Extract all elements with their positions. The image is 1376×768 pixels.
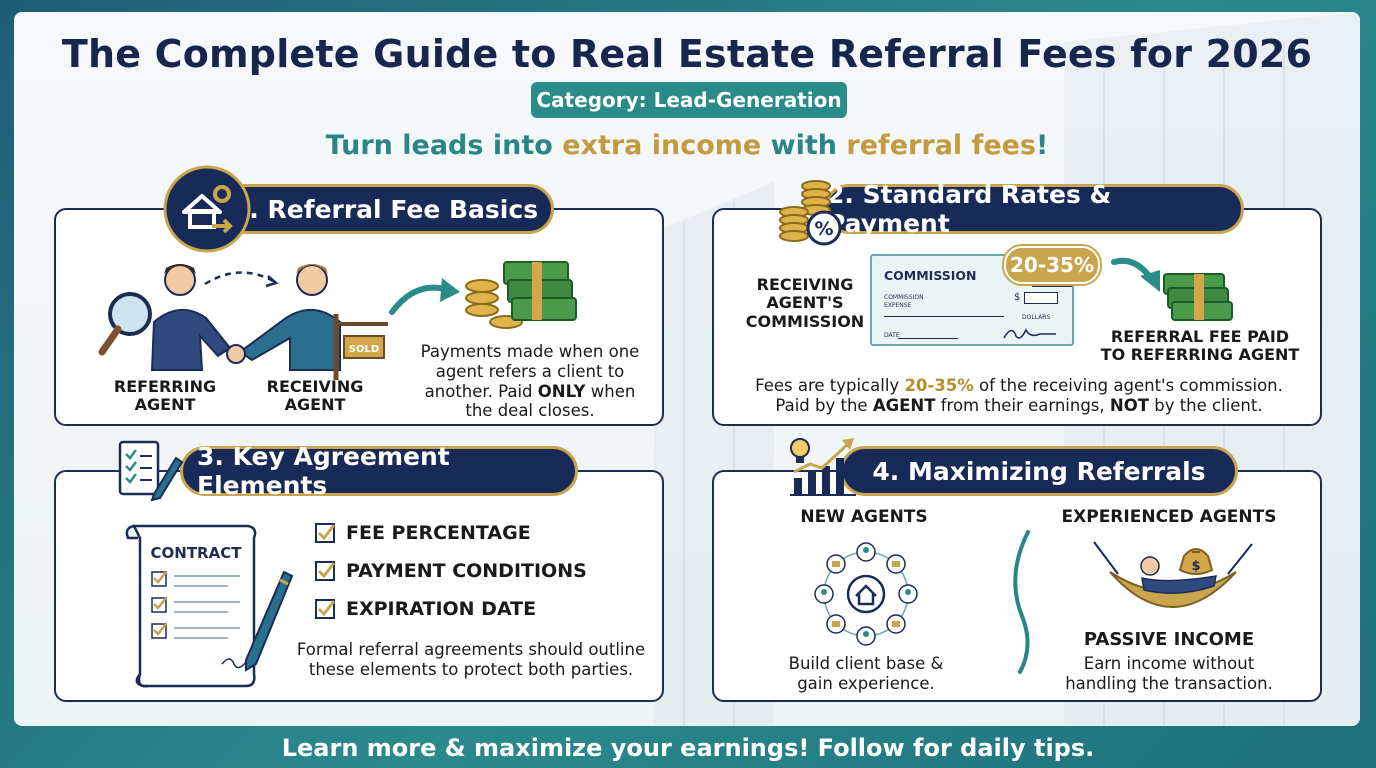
check-title: COMMISSION: [884, 268, 977, 283]
contract-title: CONTRACT: [151, 544, 243, 562]
agreement-item-fee-percentage: FEE PERCENTAGE: [314, 522, 531, 544]
house-gear-icon: [163, 165, 251, 253]
money-arrow-icon: [389, 261, 577, 329]
passive-income-title: PASSIVE INCOME: [1083, 629, 1255, 650]
network-house-icon: [814, 542, 918, 646]
handshake-illustration: SOLD: [98, 264, 388, 380]
hammock-money-illustration: $: [1093, 541, 1253, 608]
checkbox-checked-icon: [315, 561, 336, 581]
infographic-frame: The Complete Guide to Real Estate Referr…: [14, 12, 1360, 726]
check-line-a: COMMISSION: [884, 294, 924, 301]
checklist-pen-icon: [118, 440, 184, 502]
rate-badge: 20-35%: [1004, 246, 1100, 284]
header-maximizing-referrals: 4. Maximizing Referrals: [840, 446, 1238, 496]
footer-cta: Learn more & maximize your earnings! Fol…: [281, 734, 1095, 762]
header-standard-rates: 2. Standard Rates & Payment: [824, 180, 1244, 238]
contract-scroll-illustration: CONTRACT: [125, 524, 294, 688]
tagline: Turn leads into extra income with referr…: [325, 130, 1049, 161]
referral-basics-description: Payments made when one agent refers a cl…: [420, 342, 640, 421]
check-line-b: EXPENSE: [884, 302, 912, 309]
lightbulb-chart-icon: [790, 438, 856, 496]
new-agents-title: NEW AGENTS: [800, 507, 928, 527]
checkbox-checked-icon: [315, 599, 336, 619]
standard-rates-description: Fees are typically 20-35% of the receivi…: [755, 376, 1283, 415]
money-bag-dollar: $: [1191, 559, 1200, 574]
agreement-description: Formal referral agreements should outlin…: [296, 640, 646, 679]
check-dollars: DOLLARS: [1022, 314, 1051, 321]
coins-percent-icon: %: [779, 180, 842, 246]
agreement-item-payment-conditions: PAYMENT CONDITIONS: [314, 560, 587, 582]
header-referral-fee-basics: 1. Referral Fee Basics: [186, 184, 554, 234]
category-badge: Category: Lead-Generation: [531, 82, 847, 118]
header-key-agreement: 3. Key Agreement Elements: [180, 442, 578, 500]
signature-mark: [1003, 328, 1056, 339]
divider-curve: [1013, 530, 1030, 674]
experienced-agents-description: Earn income without handling the transac…: [1065, 654, 1273, 693]
sold-sign-text: SOLD: [349, 344, 379, 355]
page-title: The Complete Guide to Real Estate Referr…: [61, 32, 1313, 76]
svg-text:%: %: [814, 218, 833, 240]
experienced-agents-title: EXPERIENCED AGENTS: [1061, 507, 1277, 527]
new-agents-description: Build client base & gain experience.: [788, 654, 944, 693]
agreement-item-expiration-date: EXPIRATION DATE: [314, 598, 536, 620]
payment-arrow-icon: [1111, 257, 1233, 321]
check-date2: DATE: [884, 332, 900, 339]
check-dollar-sign: $: [1014, 292, 1021, 303]
checkbox-checked-icon: [315, 523, 336, 543]
